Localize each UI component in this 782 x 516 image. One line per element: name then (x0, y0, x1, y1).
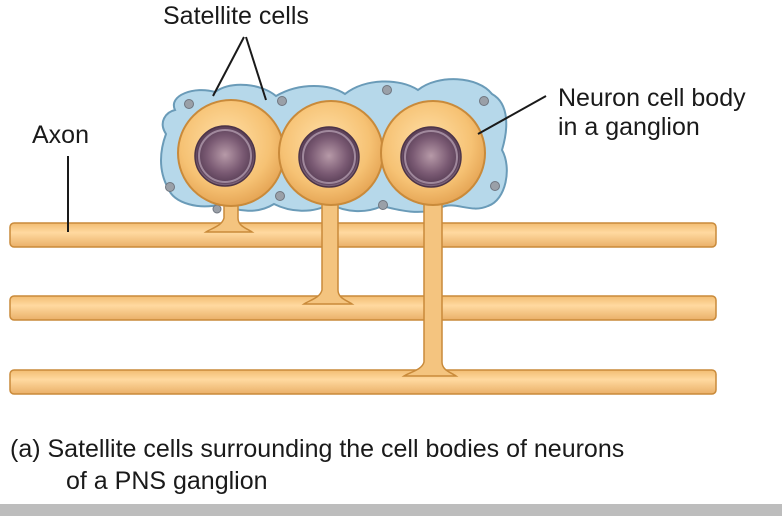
axon-bundle (9, 222, 717, 395)
label-axon: Axon (32, 121, 89, 149)
leader-lines (67, 36, 547, 232)
axon-bottom (9, 369, 717, 395)
axon-top (9, 222, 717, 248)
leader-neuron (477, 95, 547, 135)
label-neuron-cell-body: Neuron cell body in a ganglion (558, 84, 746, 142)
footer-bar (0, 504, 782, 516)
leader-satellite-left (212, 36, 245, 97)
leader-satellite-right (245, 36, 267, 101)
caption-line1: (a) Satellite cells surrounding the cell… (10, 435, 625, 463)
label-satellite-cells: Satellite cells (163, 2, 309, 30)
neuron-processes (203, 189, 459, 377)
label-neuron-line2: in a ganglion (558, 113, 700, 141)
satellite-cell-nuclei (165, 85, 500, 214)
figure-caption: (a) Satellite cells surrounding the cell… (10, 433, 624, 497)
neuron-nuclei (194, 125, 462, 188)
label-neuron-line1: Neuron cell body (558, 84, 746, 112)
caption-line2: of a PNS ganglion (66, 467, 268, 495)
axon-middle (9, 295, 717, 321)
